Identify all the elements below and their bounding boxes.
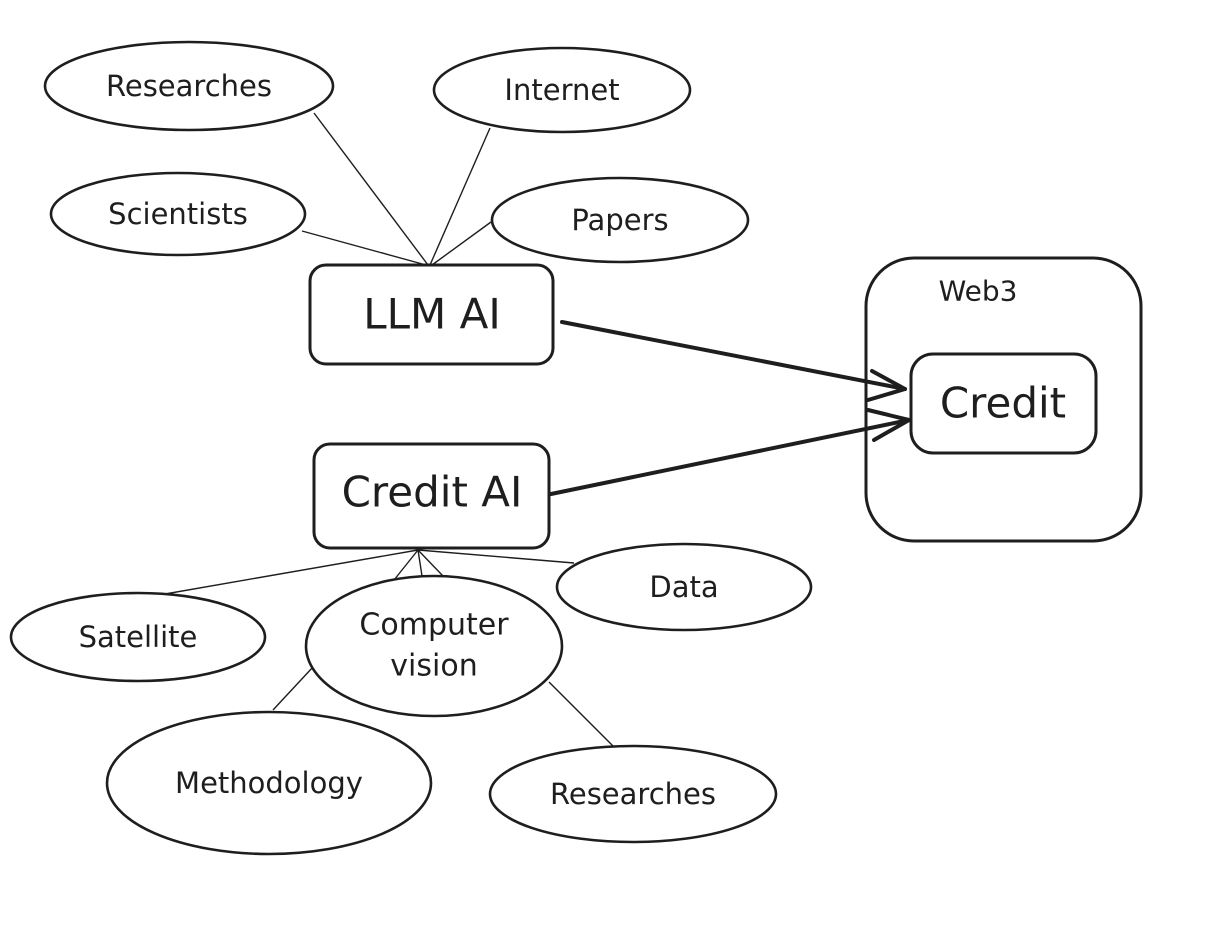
- researches-top-node: Researches: [43, 40, 335, 132]
- computer-vision-label-line1: Computer: [359, 608, 509, 643]
- link-computer-vision-credit-ai-2: [417, 549, 423, 577]
- scientists-node: Scientists: [49, 171, 307, 257]
- link-internet-llm: [429, 127, 491, 266]
- arrow-llm-to-credit: [560, 320, 907, 402]
- llm-ai-label: LLM AI: [363, 290, 501, 339]
- computer-vision-label-line2: vision: [390, 649, 477, 684]
- credit-ai-connectors: [164, 549, 614, 747]
- llm-ai-connectors: [301, 112, 492, 266]
- data-label: Data: [649, 570, 718, 604]
- researches-top-label: Researches: [106, 69, 272, 103]
- web3-label: Web3: [939, 275, 1018, 308]
- link-papers-llm: [431, 221, 492, 266]
- link-researches-llm: [313, 112, 429, 266]
- internet-node: Internet: [432, 46, 692, 134]
- link-computer-vision-credit-ai-3: [417, 549, 444, 577]
- credit-ai-label: Credit AI: [342, 468, 523, 517]
- satellite-label: Satellite: [79, 620, 198, 654]
- credit-ai-node: Credit AI: [312, 442, 551, 550]
- link-computer-vision-credit-ai-1: [393, 549, 419, 581]
- researches-bottom-node: Researches: [488, 744, 778, 844]
- credit-label: Credit: [940, 379, 1066, 428]
- link-researches-computer-vision: [548, 681, 614, 747]
- web3-container: Web3: [864, 256, 1143, 543]
- methodology-label: Methodology: [175, 766, 363, 800]
- link-methodology-computer-vision: [272, 666, 314, 711]
- papers-node: Papers: [490, 176, 750, 264]
- scientists-label: Scientists: [108, 197, 248, 231]
- arrow-credit-ai-to-credit: [549, 408, 911, 496]
- credit-node: Credit: [909, 352, 1098, 455]
- researches-bottom-label: Researches: [550, 777, 716, 811]
- methodology-node: Methodology: [105, 710, 433, 856]
- internet-label: Internet: [504, 73, 619, 107]
- link-data-credit-ai: [417, 549, 575, 564]
- llm-ai-node: LLM AI: [308, 263, 555, 366]
- link-scientists-llm: [301, 230, 427, 266]
- papers-label: Papers: [571, 203, 668, 237]
- satellite-node: Satellite: [9, 591, 267, 683]
- computer-vision-node: Computer vision: [304, 574, 564, 718]
- link-satellite-credit-ai: [164, 549, 419, 595]
- data-node: Data: [555, 542, 813, 632]
